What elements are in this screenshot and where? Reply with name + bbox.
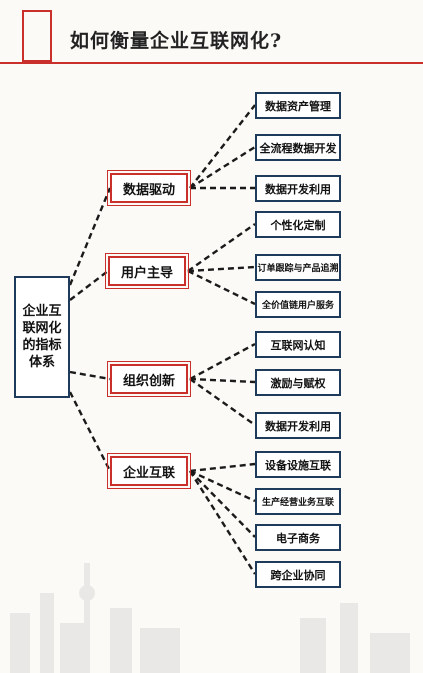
page-title: 如何衡量企业互联网化? [70,30,283,52]
leaf-node: 数据资产管理 [255,92,341,119]
branch-to-leaf-line [189,342,256,381]
branch-to-leaf-line [189,462,256,473]
leaf-node: 全流程数据开发 [255,134,341,161]
branch-node: 组织创新 [107,361,191,397]
leaf-node: 电子商务 [255,524,341,551]
leaf-node: 个性化定制 [255,211,341,238]
leaf-node: 生产经营业务互联 [255,488,341,515]
leaf-node: 设备设施互联 [255,451,341,478]
branch-node: 企业互联 [107,453,191,489]
branch-node: 用户主导 [105,253,189,289]
branch-to-leaf-line [187,265,256,273]
root-to-branch-line [69,370,111,381]
leaf-node: 跨企业协同 [255,561,341,588]
header-decoration [22,10,52,62]
branch-to-leaf-line [188,470,257,575]
header-divider [0,62,423,64]
leaf-node: 全价值链用户服务 [255,291,341,318]
root-to-branch-line [68,187,112,286]
branch-to-leaf-line [189,470,256,538]
branch-to-leaf-line [187,223,256,272]
branch-node: 数据驱动 [107,170,191,206]
branch-to-leaf-line [187,269,256,306]
branch-to-leaf-line [189,378,256,426]
root-to-branch-line [68,391,112,472]
root-to-branch-line [69,270,109,301]
leaf-node: 激励与赋权 [255,369,341,396]
leaf-node: 互联网认知 [255,331,341,358]
branch-to-leaf-line [189,377,256,384]
city-skyline-illustration [10,563,410,673]
branch-to-leaf-line [189,104,256,189]
leaf-node: 数据开发利用 [255,412,341,439]
leaf-node: 订单跟踪与产品追溯 [255,254,341,281]
root-node: 企业互联网化的指标体系 [14,276,70,398]
branch-to-leaf-line [189,469,256,503]
leaf-node: 数据开发利用 [255,175,341,202]
branch-to-leaf-line [189,145,256,190]
